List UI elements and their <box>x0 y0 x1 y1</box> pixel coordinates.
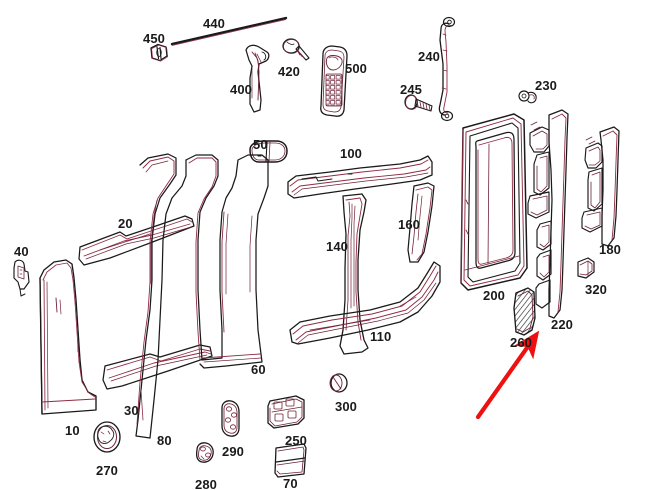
part-500-handset <box>320 45 348 117</box>
callout-100: 100 <box>340 146 362 161</box>
part-70-filler-panel <box>274 443 307 478</box>
part-80-lower-pillar <box>135 153 187 439</box>
callout-70: 70 <box>283 476 298 490</box>
part-220-reinforcement <box>527 109 569 319</box>
callout-270: 270 <box>96 463 118 478</box>
part-280-retainer-clip <box>196 442 214 463</box>
part-50-cap <box>249 140 288 163</box>
callout-140: 140 <box>326 239 348 254</box>
part-10-a-pillar <box>39 259 97 415</box>
part-180-reinforcement-right <box>581 126 620 247</box>
part-140-center-pillar <box>339 193 369 355</box>
callout-110: 110 <box>370 329 392 344</box>
callout-180: 180 <box>599 242 621 257</box>
part-440-rod <box>170 16 288 46</box>
part-420-screw <box>282 38 310 61</box>
part-250-clip-plate <box>267 395 305 429</box>
callout-10: 10 <box>65 423 80 438</box>
callout-50: 50 <box>253 137 268 152</box>
part-240-stay-rod <box>438 16 456 122</box>
part-300-grommet <box>329 373 348 393</box>
part-320-wedge <box>577 257 595 279</box>
callout-400: 400 <box>230 82 252 97</box>
part-200-window-frame <box>460 113 528 291</box>
callout-450: 450 <box>143 31 165 46</box>
callout-20: 20 <box>118 216 133 231</box>
callout-320: 320 <box>585 282 607 297</box>
callout-230: 230 <box>535 78 557 93</box>
callout-260: 260 <box>510 335 532 350</box>
callout-245: 245 <box>400 82 422 97</box>
part-270-seal-ring <box>93 421 121 453</box>
callout-280: 280 <box>195 477 217 490</box>
annotation-arrow <box>475 330 540 420</box>
callout-300: 300 <box>335 399 357 414</box>
callout-80: 80 <box>157 433 172 448</box>
part-290-expansion-nut <box>221 400 240 437</box>
callout-60: 60 <box>251 362 266 377</box>
part-30-sill-trim <box>102 344 213 390</box>
part-245-screw <box>404 94 433 112</box>
callout-40: 40 <box>14 244 29 259</box>
callout-290: 290 <box>222 444 244 459</box>
part-450-nut <box>150 43 168 62</box>
part-60-b-pillar <box>185 154 269 369</box>
callout-220: 220 <box>551 317 573 332</box>
part-400-tool <box>245 44 270 113</box>
part-260-vent-grille <box>513 287 536 336</box>
part-100-upper-rail <box>287 155 433 199</box>
callout-440: 440 <box>203 16 225 31</box>
part-20-rail <box>78 215 195 266</box>
callout-30: 30 <box>124 403 139 418</box>
callout-420: 420 <box>278 64 300 79</box>
part-230-clip <box>518 90 537 104</box>
part-40-bracket <box>13 259 30 297</box>
part-160-narrow-pillar <box>407 182 435 263</box>
callout-500: 500 <box>345 61 367 76</box>
callout-250: 250 <box>285 433 307 448</box>
part-110-lower-sill <box>289 261 441 345</box>
callout-240: 240 <box>418 49 440 64</box>
callout-200: 200 <box>483 288 505 303</box>
callout-160: 160 <box>398 217 420 232</box>
